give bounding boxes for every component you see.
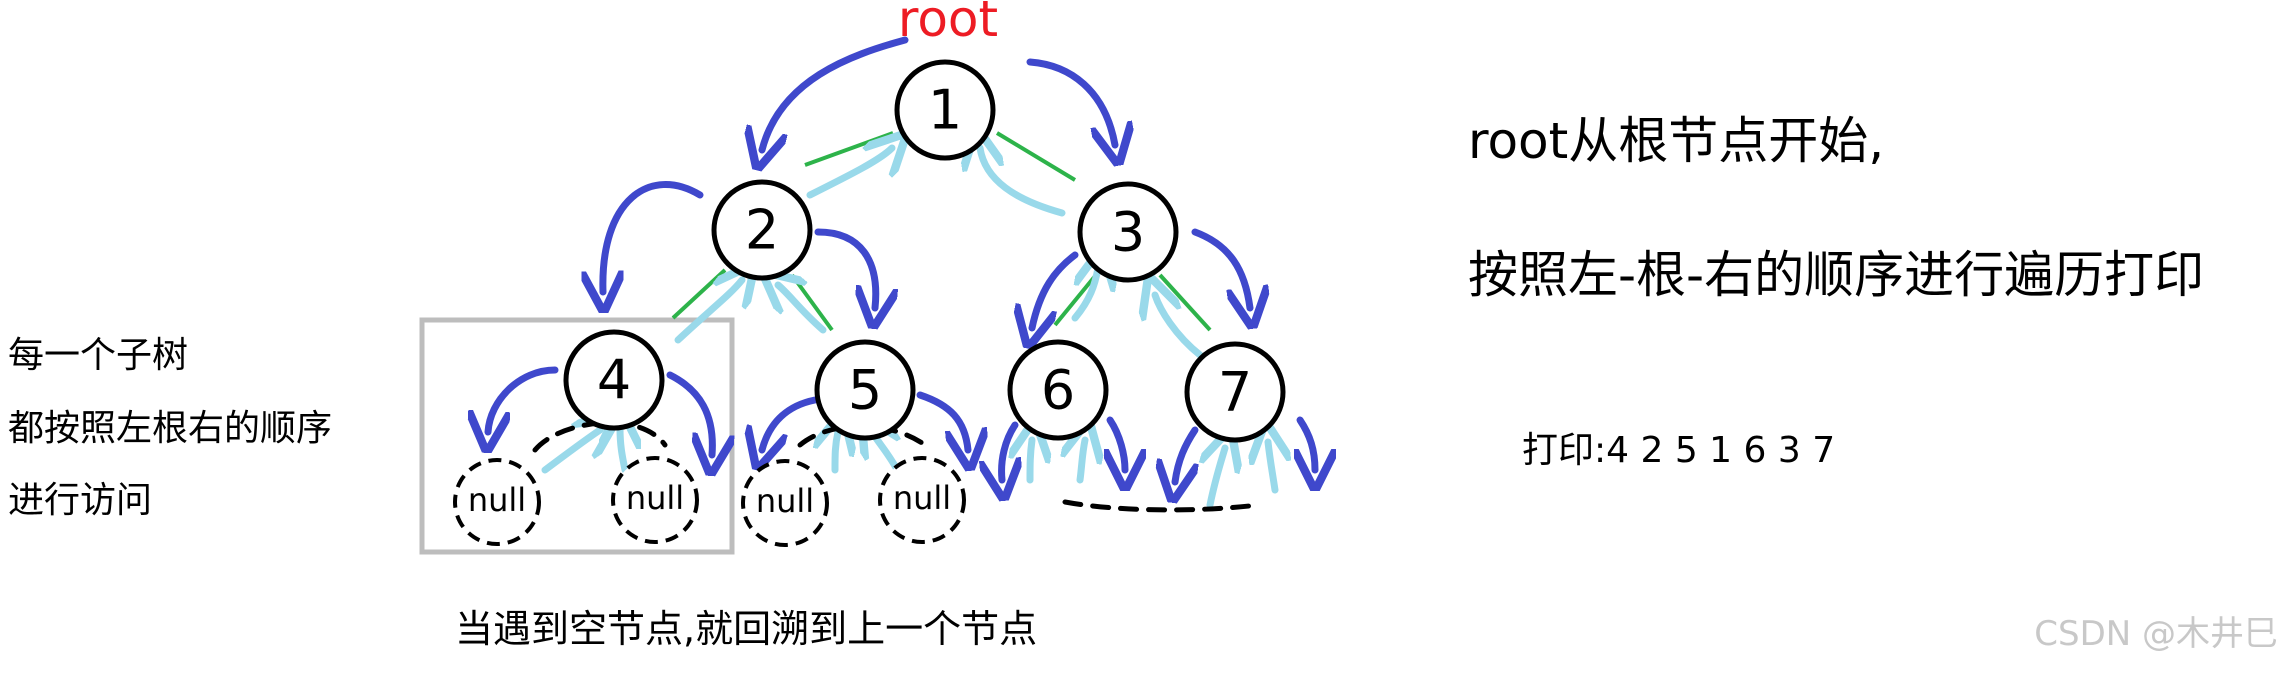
backtrack-3-to-1: [980, 148, 1066, 217]
null-node-5-right: null: [878, 456, 966, 544]
explanation-line-2: 按照左-根-右的顺序进行遍历打印: [1468, 246, 2204, 304]
backtrack-to-7-a: [1210, 448, 1225, 509]
node-label: 3: [1111, 201, 1145, 264]
null-label: null: [626, 479, 684, 517]
left-note-line-1: 每一个子树: [8, 335, 188, 376]
node-label: 6: [1041, 359, 1075, 422]
arrow-7-left: [1175, 426, 1195, 482]
node-label: 7: [1218, 361, 1252, 424]
arrow-1-to-3: [1026, 58, 1115, 145]
backtrack-to-6-b: [1080, 440, 1085, 484]
backtrack-2-to-1: [806, 148, 892, 199]
arrow-4-to-null-right: [666, 371, 712, 455]
node-label: 4: [597, 349, 631, 412]
left-note-line-2: 都按照左根右的顺序: [8, 408, 332, 449]
tree-node-7: 7: [1184, 341, 1286, 443]
edge-1-3: [995, 131, 1077, 182]
arrow-3-to-7: [1191, 228, 1250, 308]
tree-node-6: 6: [1007, 339, 1109, 441]
backtrack-note: 当遇到空节点,就回溯到上一个节点: [455, 607, 1037, 651]
arrow-6-right: [1110, 416, 1125, 470]
root-label: root: [898, 0, 998, 48]
tree-node-1: 1: [894, 59, 996, 161]
node-label: 2: [745, 199, 779, 262]
backtrack-7-to-3: [1155, 295, 1204, 359]
arrow-3-to-6: [1032, 251, 1079, 328]
null-label: null: [893, 479, 951, 517]
tree-node-2: 2: [711, 179, 813, 281]
explanation-line-1: root从根节点开始,: [1468, 112, 1884, 170]
null-node-5-left: null: [741, 459, 829, 547]
tree-node-4: 4: [563, 329, 665, 431]
null-node-4-right: null: [611, 456, 699, 544]
arrow-2-to-4: [603, 181, 704, 292]
tree-node-5: 5: [814, 339, 916, 441]
node-label: 1: [928, 79, 962, 142]
null-label: null: [468, 481, 526, 519]
null-node-4-left: null: [453, 458, 541, 546]
print-output: 打印:4 2 5 1 6 3 7: [1522, 430, 1835, 471]
backtrack-null-to-4-a: [541, 430, 600, 474]
arrow-5-to-null-left: [762, 396, 819, 450]
node-label: 5: [848, 359, 882, 422]
backtrack-to-6-a: [1030, 440, 1032, 484]
backtrack-4-to-2: [674, 280, 742, 344]
backtrack-to-7-b: [1268, 442, 1275, 494]
backtrack-6-to-3: [1071, 268, 1098, 322]
left-note-line-3: 进行访问: [8, 480, 152, 521]
tree-node-3: 3: [1077, 181, 1179, 283]
null-label: null: [756, 482, 814, 520]
backtrack-null-to-4-b: [620, 428, 625, 474]
arrow-5-to-null-right: [916, 391, 968, 450]
arrow-6-left: [1002, 421, 1015, 480]
arrow-2-to-5: [814, 228, 876, 308]
arrow-7-right: [1300, 416, 1315, 470]
arrow-4-to-null-left: [488, 366, 559, 432]
edge-2-4: [671, 268, 727, 320]
dashed-line-6-7: [1062, 499, 1261, 513]
arrow-root-to-2: [762, 36, 909, 150]
backtrack-null-to-5-a: [835, 432, 838, 474]
watermark: CSDN @木井巳: [2034, 614, 2278, 654]
backtrack-5-to-2: [778, 285, 827, 334]
